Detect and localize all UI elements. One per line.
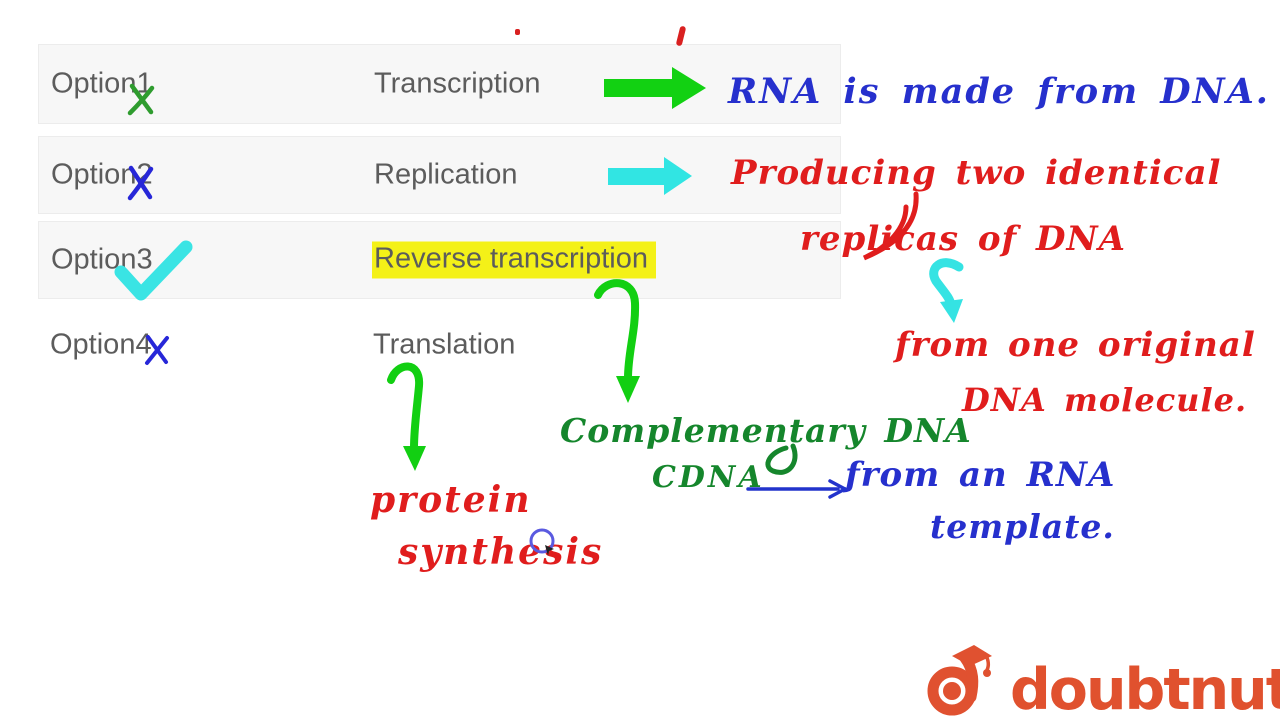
note-rna-template: template.: [930, 507, 1115, 546]
note-producing-line2: replicas of DNA: [800, 219, 1126, 259]
option4-value: Translation: [373, 328, 516, 361]
note-complementary-dna: Complementary DNA: [560, 411, 972, 450]
option-row-1: Option1 Transcription: [38, 44, 841, 124]
note-original-line1: from one original: [895, 325, 1256, 365]
note-producing-line1: Producing two identical: [731, 153, 1222, 193]
note-rna-made-from-dna: RNA is made from DNA.: [728, 71, 1270, 112]
doubtnut-watermark: doubtnut: [918, 643, 1280, 719]
option2-label: Option2: [51, 158, 153, 191]
option2-value: Replication: [374, 158, 518, 191]
doubtnut-logo-icon: [927, 645, 992, 716]
option3-value-highlighted: Reverse transcription: [372, 241, 656, 279]
doubtnut-logo-text: doubtnut: [1010, 657, 1280, 720]
option-row-2: Option2 Replication: [38, 136, 841, 214]
note-cdna: CDNA: [652, 460, 765, 495]
option4-label: Option4: [50, 328, 152, 361]
note-original-line2: DNA molecule.: [962, 381, 1248, 419]
option3-label: Option3: [51, 243, 153, 276]
option1-label: Option1: [51, 67, 153, 100]
note-protein: protein: [370, 479, 532, 521]
option-row-4: Option4 Translation: [38, 306, 841, 384]
option1-value: Transcription: [374, 67, 541, 100]
note-synthesis: synthesis: [398, 531, 604, 573]
replicas-curved-arrow-icon: [929, 258, 964, 323]
option-row-3: Option3 Reverse transcription: [38, 221, 841, 299]
note-from-an-rna: from an RNA: [845, 455, 1116, 495]
